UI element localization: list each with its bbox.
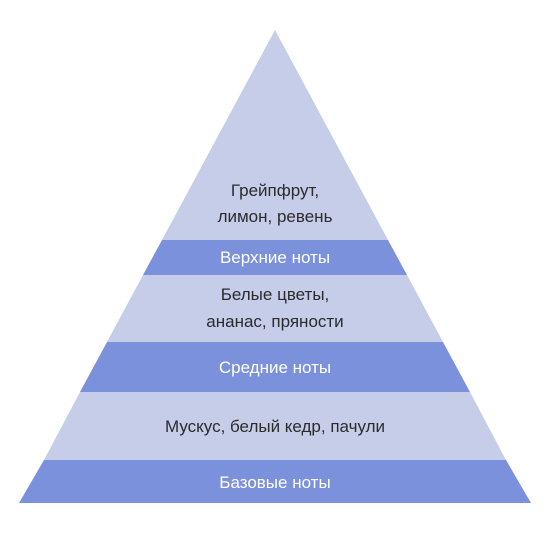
pyramid-base-band bbox=[19, 460, 531, 503]
top-notes-line-1: Грейпфрут, bbox=[231, 181, 319, 200]
base-notes-line-1: Мускус, белый кедр, пачули bbox=[165, 417, 385, 436]
pyramid-middle-band bbox=[80, 342, 470, 392]
pyramid-top-band bbox=[143, 240, 407, 275]
middle-notes-line-1: Белые цветы, bbox=[221, 285, 330, 304]
base-notes-band-label: Базовые ноты bbox=[219, 473, 330, 492]
pyramid-middle-section bbox=[107, 275, 443, 342]
middle-notes-band-label: Средние ноты bbox=[219, 358, 331, 377]
top-notes-band-label: Верхние ноты bbox=[220, 248, 330, 267]
middle-notes-line-2: ананас, пряности bbox=[206, 312, 343, 331]
top-notes-line-2: лимон, ревень bbox=[218, 207, 333, 226]
pyramid-top-section bbox=[162, 30, 388, 240]
pyramid-base-section bbox=[44, 392, 506, 460]
